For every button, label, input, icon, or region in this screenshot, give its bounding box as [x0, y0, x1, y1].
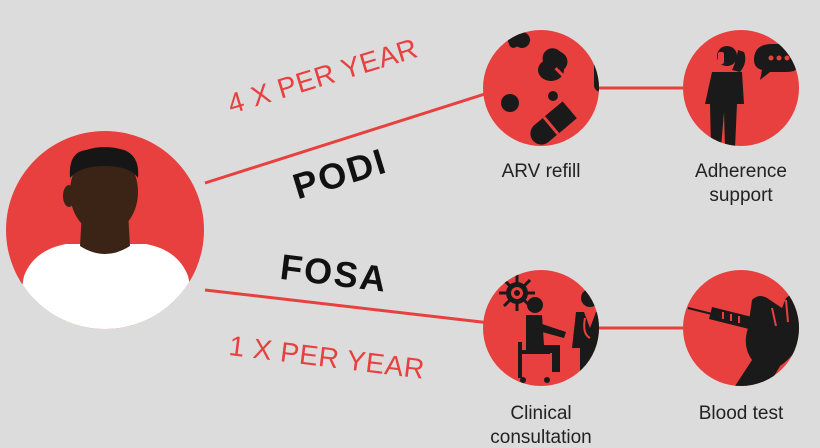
- adherence-support-label-line-2: support: [709, 185, 773, 206]
- podi-connector-line: [204, 84, 511, 185]
- clinical-consultation-label-line-2: consultation: [490, 427, 592, 448]
- adherence-support-label: Adherence support: [681, 160, 801, 208]
- adherence-support-label-line-1: Adherence: [695, 161, 787, 182]
- doctor-consultation-icon: [483, 270, 599, 386]
- blood-test-label: Blood test: [698, 403, 784, 424]
- fosa-connector-line: [204, 288, 491, 325]
- clinical-consultation-label: Clinical consultation: [481, 402, 601, 448]
- phone-call-icon: [683, 30, 799, 146]
- arv-refill-label: ARV refill: [501, 161, 581, 182]
- syringe-icon: [683, 270, 799, 386]
- person-avatar-icon: [6, 131, 204, 329]
- clinical-consultation-label-line-1: Clinical: [510, 403, 572, 424]
- pills-icon: [483, 30, 599, 146]
